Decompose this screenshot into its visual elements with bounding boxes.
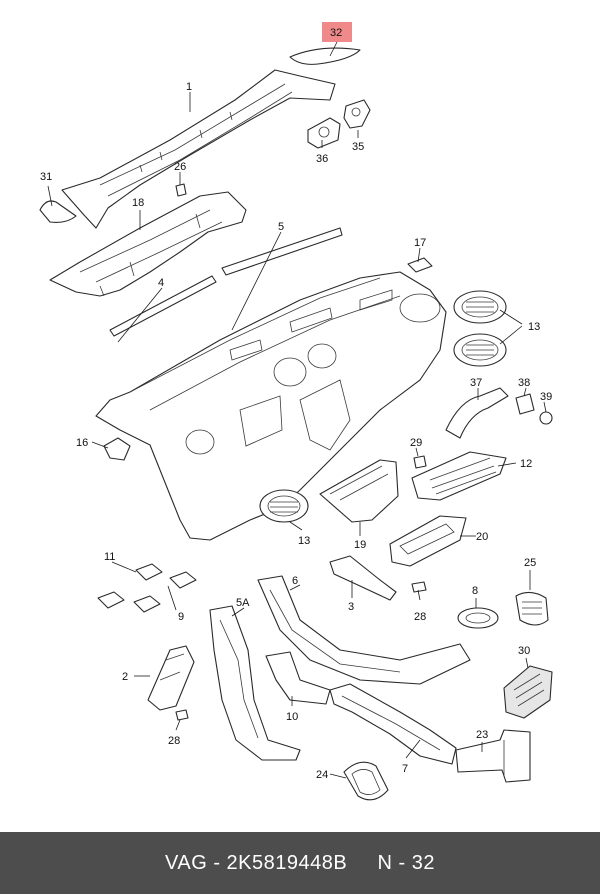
callout-labels: 32 1 31 26 18 36 35 5 4 17 13 37 38 39 1… <box>40 27 552 781</box>
part-20-storage-tray <box>389 515 467 567</box>
callout-11: 11 <box>104 551 115 563</box>
part-26-clip <box>175 183 187 197</box>
part-35-sensor <box>343 99 371 129</box>
part-29-clip <box>413 455 427 469</box>
part-3-bracket <box>329 555 397 601</box>
callout-4: 4 <box>158 277 164 289</box>
callout-35: 35 <box>352 141 364 153</box>
part-13-vent-lower <box>453 333 507 367</box>
part-38-connector <box>515 393 535 415</box>
callout-13-right: 13 <box>528 321 540 333</box>
part-10-duct <box>265 651 331 705</box>
callout-18: 18 <box>132 197 144 209</box>
callout-6: 6 <box>292 575 298 587</box>
part-number-footer: VAG - 2K5819448B N - 32 <box>0 832 600 894</box>
callout-10: 10 <box>286 711 298 723</box>
callout-1: 1 <box>186 81 192 93</box>
part-6-duct <box>257 575 471 685</box>
callout-24: 24 <box>316 769 328 781</box>
part-31-bracket <box>39 200 77 223</box>
callout-31: 31 <box>40 171 52 183</box>
callout-16: 16 <box>76 437 88 449</box>
part-13-vent-upper <box>453 290 507 324</box>
part-8-grommet <box>457 607 499 629</box>
callout-29: 29 <box>410 437 422 449</box>
diagram-canvas: 32 1 31 26 18 36 35 5 4 17 13 37 38 39 1… <box>39 22 553 801</box>
callout-32: 32 <box>330 27 342 39</box>
part-25-grille <box>515 591 549 626</box>
dashboard-panel <box>95 271 447 541</box>
leader-lines <box>47 41 547 779</box>
callout-39: 39 <box>540 391 552 403</box>
part-11-clips <box>97 563 197 613</box>
part-37-hose <box>445 387 509 439</box>
callout-3: 3 <box>348 601 354 613</box>
callout-12: 12 <box>520 458 532 470</box>
footer-gap <box>347 852 377 875</box>
part-5-trim-strip <box>221 227 343 276</box>
callout-25: 25 <box>524 557 536 569</box>
callout-28-right: 28 <box>414 611 426 623</box>
part-28-screw-right <box>411 581 427 593</box>
callout-17: 17 <box>414 237 426 249</box>
part-4-trim-strip <box>109 275 217 337</box>
callout-2: 2 <box>122 671 128 683</box>
part-12-glovebox-lid <box>411 451 507 501</box>
callout-20: 20 <box>476 531 488 543</box>
callout-9: 9 <box>178 611 184 623</box>
callout-32-highlight <box>322 22 352 42</box>
callout-28-left: 28 <box>168 735 180 747</box>
part-18-cross-member <box>49 191 247 297</box>
footer-brand: VAG <box>165 851 208 874</box>
part-13-vent-center <box>259 489 309 523</box>
exploded-parts-diagram: 32 1 31 26 18 36 35 5 4 17 13 37 38 39 1… <box>39 22 553 801</box>
callout-23: 23 <box>476 729 488 741</box>
part-36-switch <box>307 117 341 149</box>
callout-5a: 5A <box>236 597 250 609</box>
callout-13-center: 13 <box>298 535 310 547</box>
part-17-clip <box>407 257 433 273</box>
callout-5: 5 <box>278 221 284 233</box>
callout-36: 36 <box>316 153 328 165</box>
part-16-side-vent <box>103 437 131 461</box>
footer-position: N - 32 <box>377 851 435 874</box>
part-23-duct <box>455 729 531 783</box>
callout-7: 7 <box>402 763 408 775</box>
callout-38: 38 <box>518 377 530 389</box>
part-2-bracket <box>147 645 195 711</box>
callout-19: 19 <box>354 539 366 551</box>
part-30-vent <box>503 665 553 719</box>
callout-30: 30 <box>518 645 530 657</box>
callout-26: 26 <box>174 161 186 173</box>
part-39-clip <box>539 411 553 425</box>
callout-8: 8 <box>472 585 478 597</box>
callout-37: 37 <box>470 377 482 389</box>
part-5a-duct <box>209 605 301 761</box>
part-7-duct <box>329 683 457 765</box>
footer-separator: - <box>207 851 227 874</box>
part-19-tray <box>319 459 399 523</box>
part-1-upper-cover <box>61 69 336 229</box>
part-28-screw-left <box>175 709 189 721</box>
part-32-cover <box>289 47 361 65</box>
part-24-trim-ring <box>343 761 389 801</box>
footer-part-number: 2K5819448B <box>226 851 348 874</box>
